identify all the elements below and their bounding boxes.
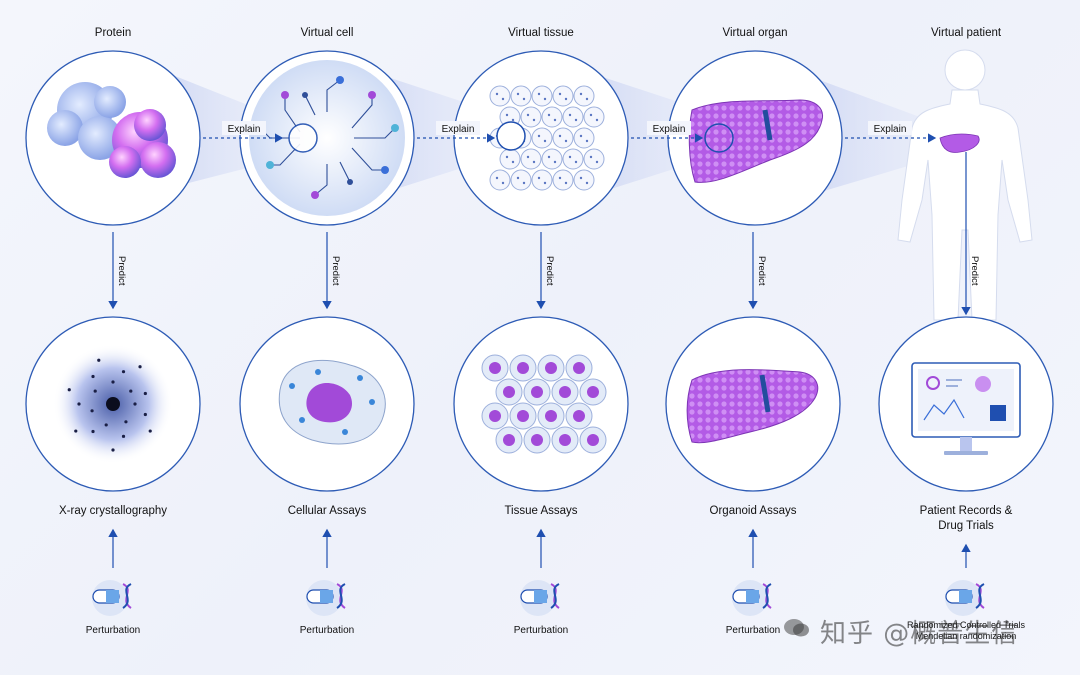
patient-liver-image [939,133,980,153]
assay-label-patient-line2: Drug Trials [938,520,994,532]
tissue-cell [520,148,542,170]
tissue-cell [510,169,532,191]
explain-label-2: Explain [442,124,475,135]
wechat-icon [784,619,809,637]
perturbation-label-2: Perturbation [299,625,355,636]
column-title-virtual-cell: Virtual cell [300,27,354,39]
assay-label-xray: X-ray crystallography [58,505,167,517]
perturbation-label-5: Randomized Controlled Trials Mendelian r… [896,620,1036,642]
virtual-tissue-image [489,85,605,191]
assay-label-tissue: Tissue Assays [504,505,578,517]
tissue-cell [573,85,595,107]
tissue-cell [531,127,553,149]
tissue-cell [541,106,563,128]
tissue-cell [552,127,574,149]
tissue-cell [573,127,595,149]
tissue-cell [552,85,574,107]
tissue-assay-image [481,354,607,454]
perturbation-label-1: Perturbation [85,625,141,636]
predict-label-4: Predict [756,256,767,286]
explain-label-1: Explain [228,124,261,135]
assay-label-cellular: Cellular Assays [287,505,367,517]
virtual-organ-liver-image [688,99,824,183]
assay-label-patient: Patient Records & Drug Trials [866,504,1066,534]
assay-label-patient-line1: Patient Records & [919,505,1013,517]
perturbation-label-3: Perturbation [513,625,569,636]
tissue-cell [531,85,553,107]
tissue-cell [510,85,532,107]
tissue-cell [583,148,605,170]
tissue-cell [499,148,521,170]
tissue-cell [531,169,553,191]
organoid-liver-image [686,369,819,444]
virtual-cell-image [249,60,405,216]
perturbation-label-5-line1: Randomized Controlled Trials [906,620,1026,630]
column-title-protein: Protein [94,27,132,39]
xray-diffraction-image [53,344,173,464]
explain-label-3: Explain [653,124,686,135]
cellular-assay-image [278,359,386,445]
tissue-cell [562,148,584,170]
column-title-virtual-patient: Virtual patient [930,27,1002,39]
assay-label-organoid: Organoid Assays [709,505,797,517]
tissue-cell [489,169,511,191]
tissue-cell [562,106,584,128]
tissue-cell [489,85,511,107]
predict-label-2: Predict [330,256,341,286]
perturbation-arrows [108,528,971,568]
tissue-cell [573,169,595,191]
tissue-cell [552,169,574,191]
watermark-text: 知乎 @概普生信 [820,619,1019,649]
perturbation-icons [92,580,985,616]
human-silhouette [897,49,1033,321]
predict-arrows [108,152,971,316]
predict-label-1: Predict [116,256,127,286]
column-title-virtual-tissue: Virtual tissue [508,27,574,39]
monitor-dashboard-image [911,362,1021,455]
tissue-cell [583,106,605,128]
explain-label-4: Explain [874,124,907,135]
protein-structure-image [47,82,176,178]
predict-label-3: Predict [544,256,555,286]
tissue-cell [541,148,563,170]
perturbation-label-5-line2: Mendelian randomization [915,631,1017,641]
tissue-cell [520,106,542,128]
perturbation-label-4: Perturbation [725,625,781,636]
predict-label-5: Predict [969,256,980,286]
column-title-virtual-organ: Virtual organ [722,27,788,39]
